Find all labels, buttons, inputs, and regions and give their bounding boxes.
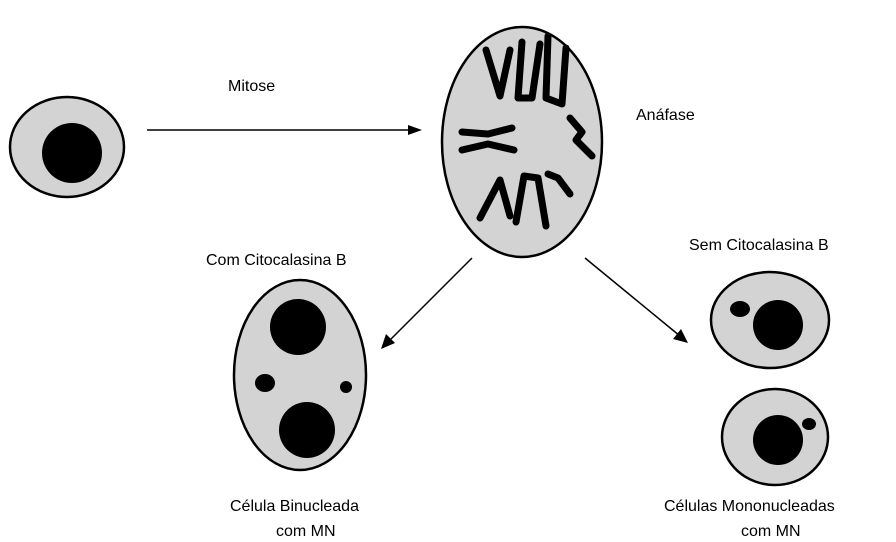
binucleated-cell	[234, 280, 366, 470]
mono-bottom-nucleus	[753, 415, 803, 465]
main-nucleus-bottom	[279, 402, 335, 458]
mononucleadas-label-line2: com MN	[741, 523, 801, 540]
anaphase-cell	[442, 27, 602, 257]
mitose-arrow	[147, 125, 422, 135]
mononucleated-cell-top	[711, 272, 829, 368]
micronucleus-left	[255, 374, 275, 392]
initial-cell-nucleus	[42, 123, 102, 183]
binucleada-label-line1: Célula Binucleada	[230, 498, 359, 515]
main-nucleus-top	[270, 299, 326, 355]
mitose-label: Mitose	[228, 78, 275, 95]
sem-cito-arrow	[585, 258, 688, 343]
micronucleus-right	[340, 381, 352, 393]
mono-top-nucleus	[753, 300, 803, 350]
mononucleated-cell-bottom	[722, 389, 828, 485]
initial-cell	[10, 97, 124, 197]
binucleada-label-line2: com MN	[276, 523, 336, 540]
mono-top-micronucleus	[730, 301, 750, 317]
com-cito-label: Com Citocalasina B	[206, 252, 347, 269]
anafase-label: Anáfase	[636, 107, 695, 124]
com-cito-arrow	[381, 258, 472, 349]
sem-cito-label: Sem Citocalasina B	[689, 237, 829, 254]
mononucleadas-label-line1: Células Mononucleadas	[664, 498, 835, 515]
mono-bottom-micronucleus	[802, 418, 816, 430]
